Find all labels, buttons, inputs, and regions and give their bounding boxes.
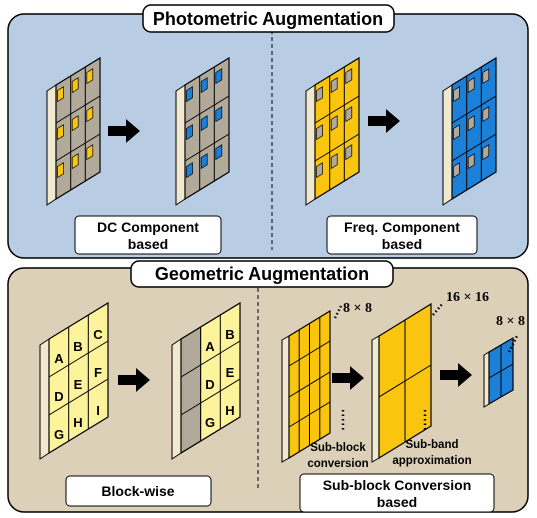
dc-label-line2: based (128, 236, 168, 252)
size-16-label: 16 × 16 (446, 290, 489, 305)
size-8-label-left: 8 × 8 (343, 301, 372, 316)
block-letter-f: F (94, 365, 102, 380)
dc-input-block (46, 56, 101, 206)
dc-label-box (74, 215, 222, 255)
arrow-right-icon (332, 366, 364, 390)
blockwise-input-block: A B C D E F G H I (39, 301, 109, 460)
freq-label-box (326, 215, 478, 255)
shifted-letter-e: E (226, 365, 235, 380)
subblock-input-block (281, 309, 331, 463)
freq-output-block (442, 56, 497, 206)
arrow-right-icon (440, 363, 472, 387)
shifted-letter-d: D (205, 377, 214, 392)
subblock-output-block (483, 336, 514, 408)
freq-label-line1: Freq. Component (344, 219, 460, 235)
geometric-title: Geometric Augmentation (155, 264, 369, 284)
block-letter-c: C (93, 327, 103, 342)
size-8-label-right: 8 × 8 (496, 314, 525, 329)
block-letter-e: E (74, 377, 83, 392)
freq-label-line2: based (382, 236, 422, 252)
shifted-letter-h: H (225, 403, 234, 418)
size-16-leader (432, 302, 444, 316)
dc-output-block (175, 56, 230, 206)
shifted-letter-b: B (225, 327, 234, 342)
photometric-title: Photometric Augmentation (153, 9, 383, 29)
photometric-panel: Photometric Augmentation (7, 4, 529, 259)
subblock-conversion-line2: conversion (307, 458, 368, 470)
blockwise-label: Block-wise (101, 483, 174, 499)
shifted-letter-g: G (205, 415, 215, 430)
block-letter-d: D (54, 389, 63, 404)
subblock-label-box (299, 473, 495, 513)
subband-block (371, 302, 432, 463)
block-letter-g: G (54, 427, 64, 442)
block-letter-b: B (73, 339, 82, 354)
arrow-right-icon (108, 119, 140, 143)
geometric-panel: Geometric Augmentation A B C D E F G H I (7, 260, 529, 513)
geometric-title-box (130, 260, 394, 288)
subblock-conversion-line1: Sub-block (310, 442, 366, 454)
dc-label-line1: DC Component (97, 219, 199, 235)
blockwise-label-box (65, 475, 212, 507)
size-8-leader-right (507, 335, 519, 353)
arrow-right-icon (118, 368, 150, 392)
subband-approx-line2: approximation (392, 455, 471, 467)
subblock-label-line2: based (377, 494, 417, 510)
subblock-label-line1: Sub-block Conversion (323, 477, 472, 493)
block-letter-i: I (96, 403, 100, 418)
block-letter-h: H (73, 415, 82, 430)
blockwise-output-block: A B D E G H (171, 301, 241, 460)
arrow-right-icon (368, 109, 400, 133)
block-letter-a: A (54, 351, 64, 366)
shifted-letter-a: A (205, 339, 215, 354)
subband-approx-line1: Sub-band (405, 439, 458, 451)
photometric-title-box (142, 4, 395, 33)
freq-input-block (305, 56, 360, 206)
